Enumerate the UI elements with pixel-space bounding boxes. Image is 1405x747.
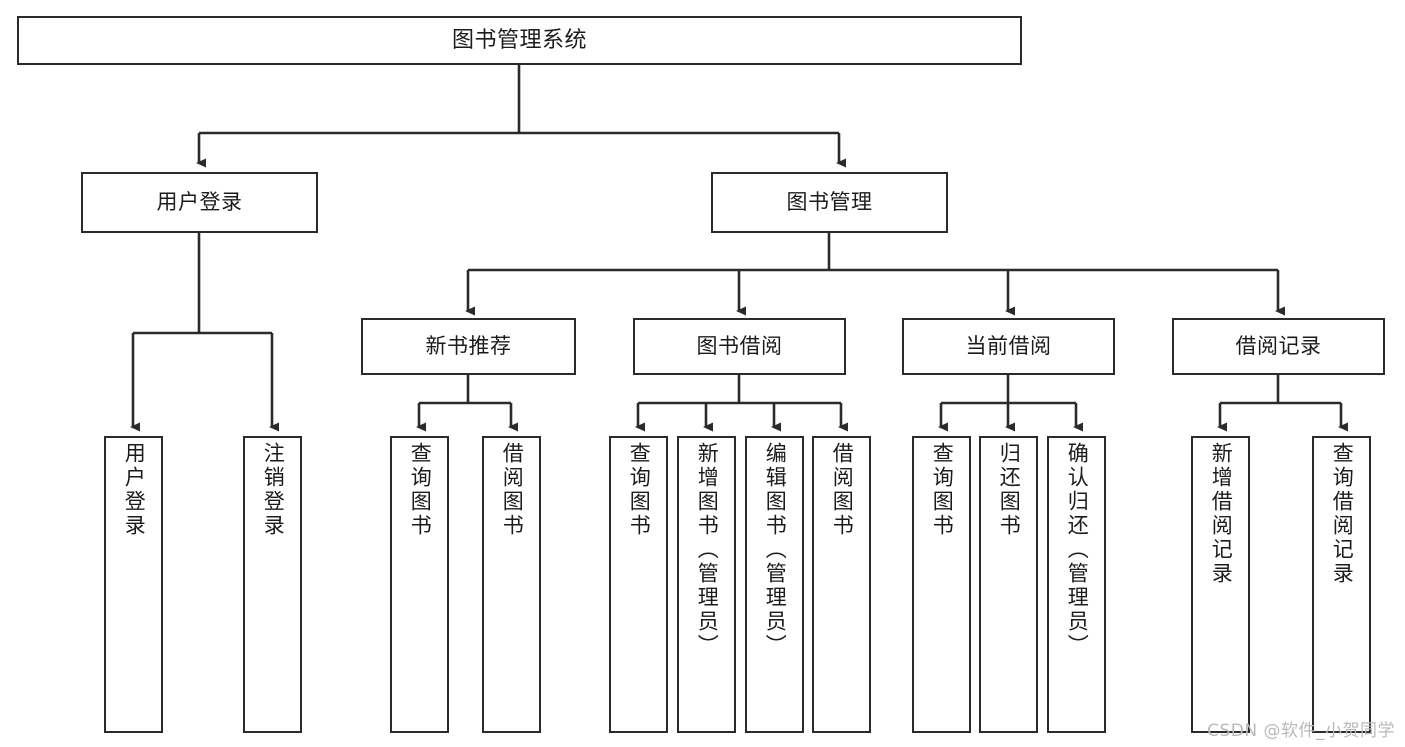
node-label: 确认归还（管理员） <box>1065 442 1090 658</box>
node-label: 借阅记录 <box>1235 334 1322 359</box>
leaf-borrow-borrow-book[interactable]: 借阅图书 <box>812 436 871 733</box>
node-label: 新增借阅记录 <box>1209 442 1234 586</box>
node-user-login[interactable]: 用户登录 <box>81 172 318 233</box>
leaf-current-return-book[interactable]: 归还图书 <box>979 436 1038 733</box>
node-book-management[interactable]: 图书管理 <box>711 172 948 233</box>
leaf-user-login[interactable]: 用户登录 <box>104 436 163 733</box>
node-label: 当前借阅 <box>965 334 1052 359</box>
node-label: 注销登录 <box>261 442 286 538</box>
leaf-current-confirm-return-admin[interactable]: 确认归还（管理员） <box>1047 436 1106 733</box>
node-new-book-recommend[interactable]: 新书推荐 <box>361 318 576 375</box>
node-book-borrow[interactable]: 图书借阅 <box>633 318 846 375</box>
node-label: 图书管理系统 <box>451 27 587 53</box>
node-label: 借阅图书 <box>500 442 525 538</box>
node-label: 查询图书 <box>408 442 433 538</box>
leaf-borrow-query-book[interactable]: 查询图书 <box>609 436 668 733</box>
leaf-record-add-borrow-record[interactable]: 新增借阅记录 <box>1191 436 1250 733</box>
node-label: 用户登录 <box>122 442 147 538</box>
watermark-text: CSDN @软件_小贺同学 <box>1207 721 1395 741</box>
leaf-borrow-edit-book-admin[interactable]: 编辑图书（管理员） <box>745 436 804 733</box>
leaf-newbook-borrow-book[interactable]: 借阅图书 <box>482 436 541 733</box>
node-label: 查询图书 <box>930 442 955 538</box>
node-current-borrow[interactable]: 当前借阅 <box>902 318 1115 375</box>
node-label: 归还图书 <box>997 442 1022 538</box>
leaf-record-query-borrow-record[interactable]: 查询借阅记录 <box>1312 436 1371 733</box>
leaf-newbook-query-book[interactable]: 查询图书 <box>390 436 449 733</box>
node-label: 查询图书 <box>627 442 652 538</box>
node-root-book-management-system[interactable]: 图书管理系统 <box>17 16 1022 65</box>
node-label: 图书管理 <box>786 190 873 215</box>
leaf-logout[interactable]: 注销登录 <box>243 436 302 733</box>
node-label: 借阅图书 <box>830 442 855 538</box>
node-label: 新增图书（管理员） <box>695 442 720 658</box>
leaf-borrow-add-book-admin[interactable]: 新增图书（管理员） <box>677 436 736 733</box>
leaf-current-query-book[interactable]: 查询图书 <box>912 436 971 733</box>
node-label: 编辑图书（管理员） <box>763 442 788 658</box>
node-borrow-record[interactable]: 借阅记录 <box>1172 318 1385 375</box>
node-label: 图书借阅 <box>696 334 783 359</box>
node-label: 新书推荐 <box>425 334 512 359</box>
node-label: 用户登录 <box>156 190 243 215</box>
node-label: 查询借阅记录 <box>1330 442 1355 586</box>
